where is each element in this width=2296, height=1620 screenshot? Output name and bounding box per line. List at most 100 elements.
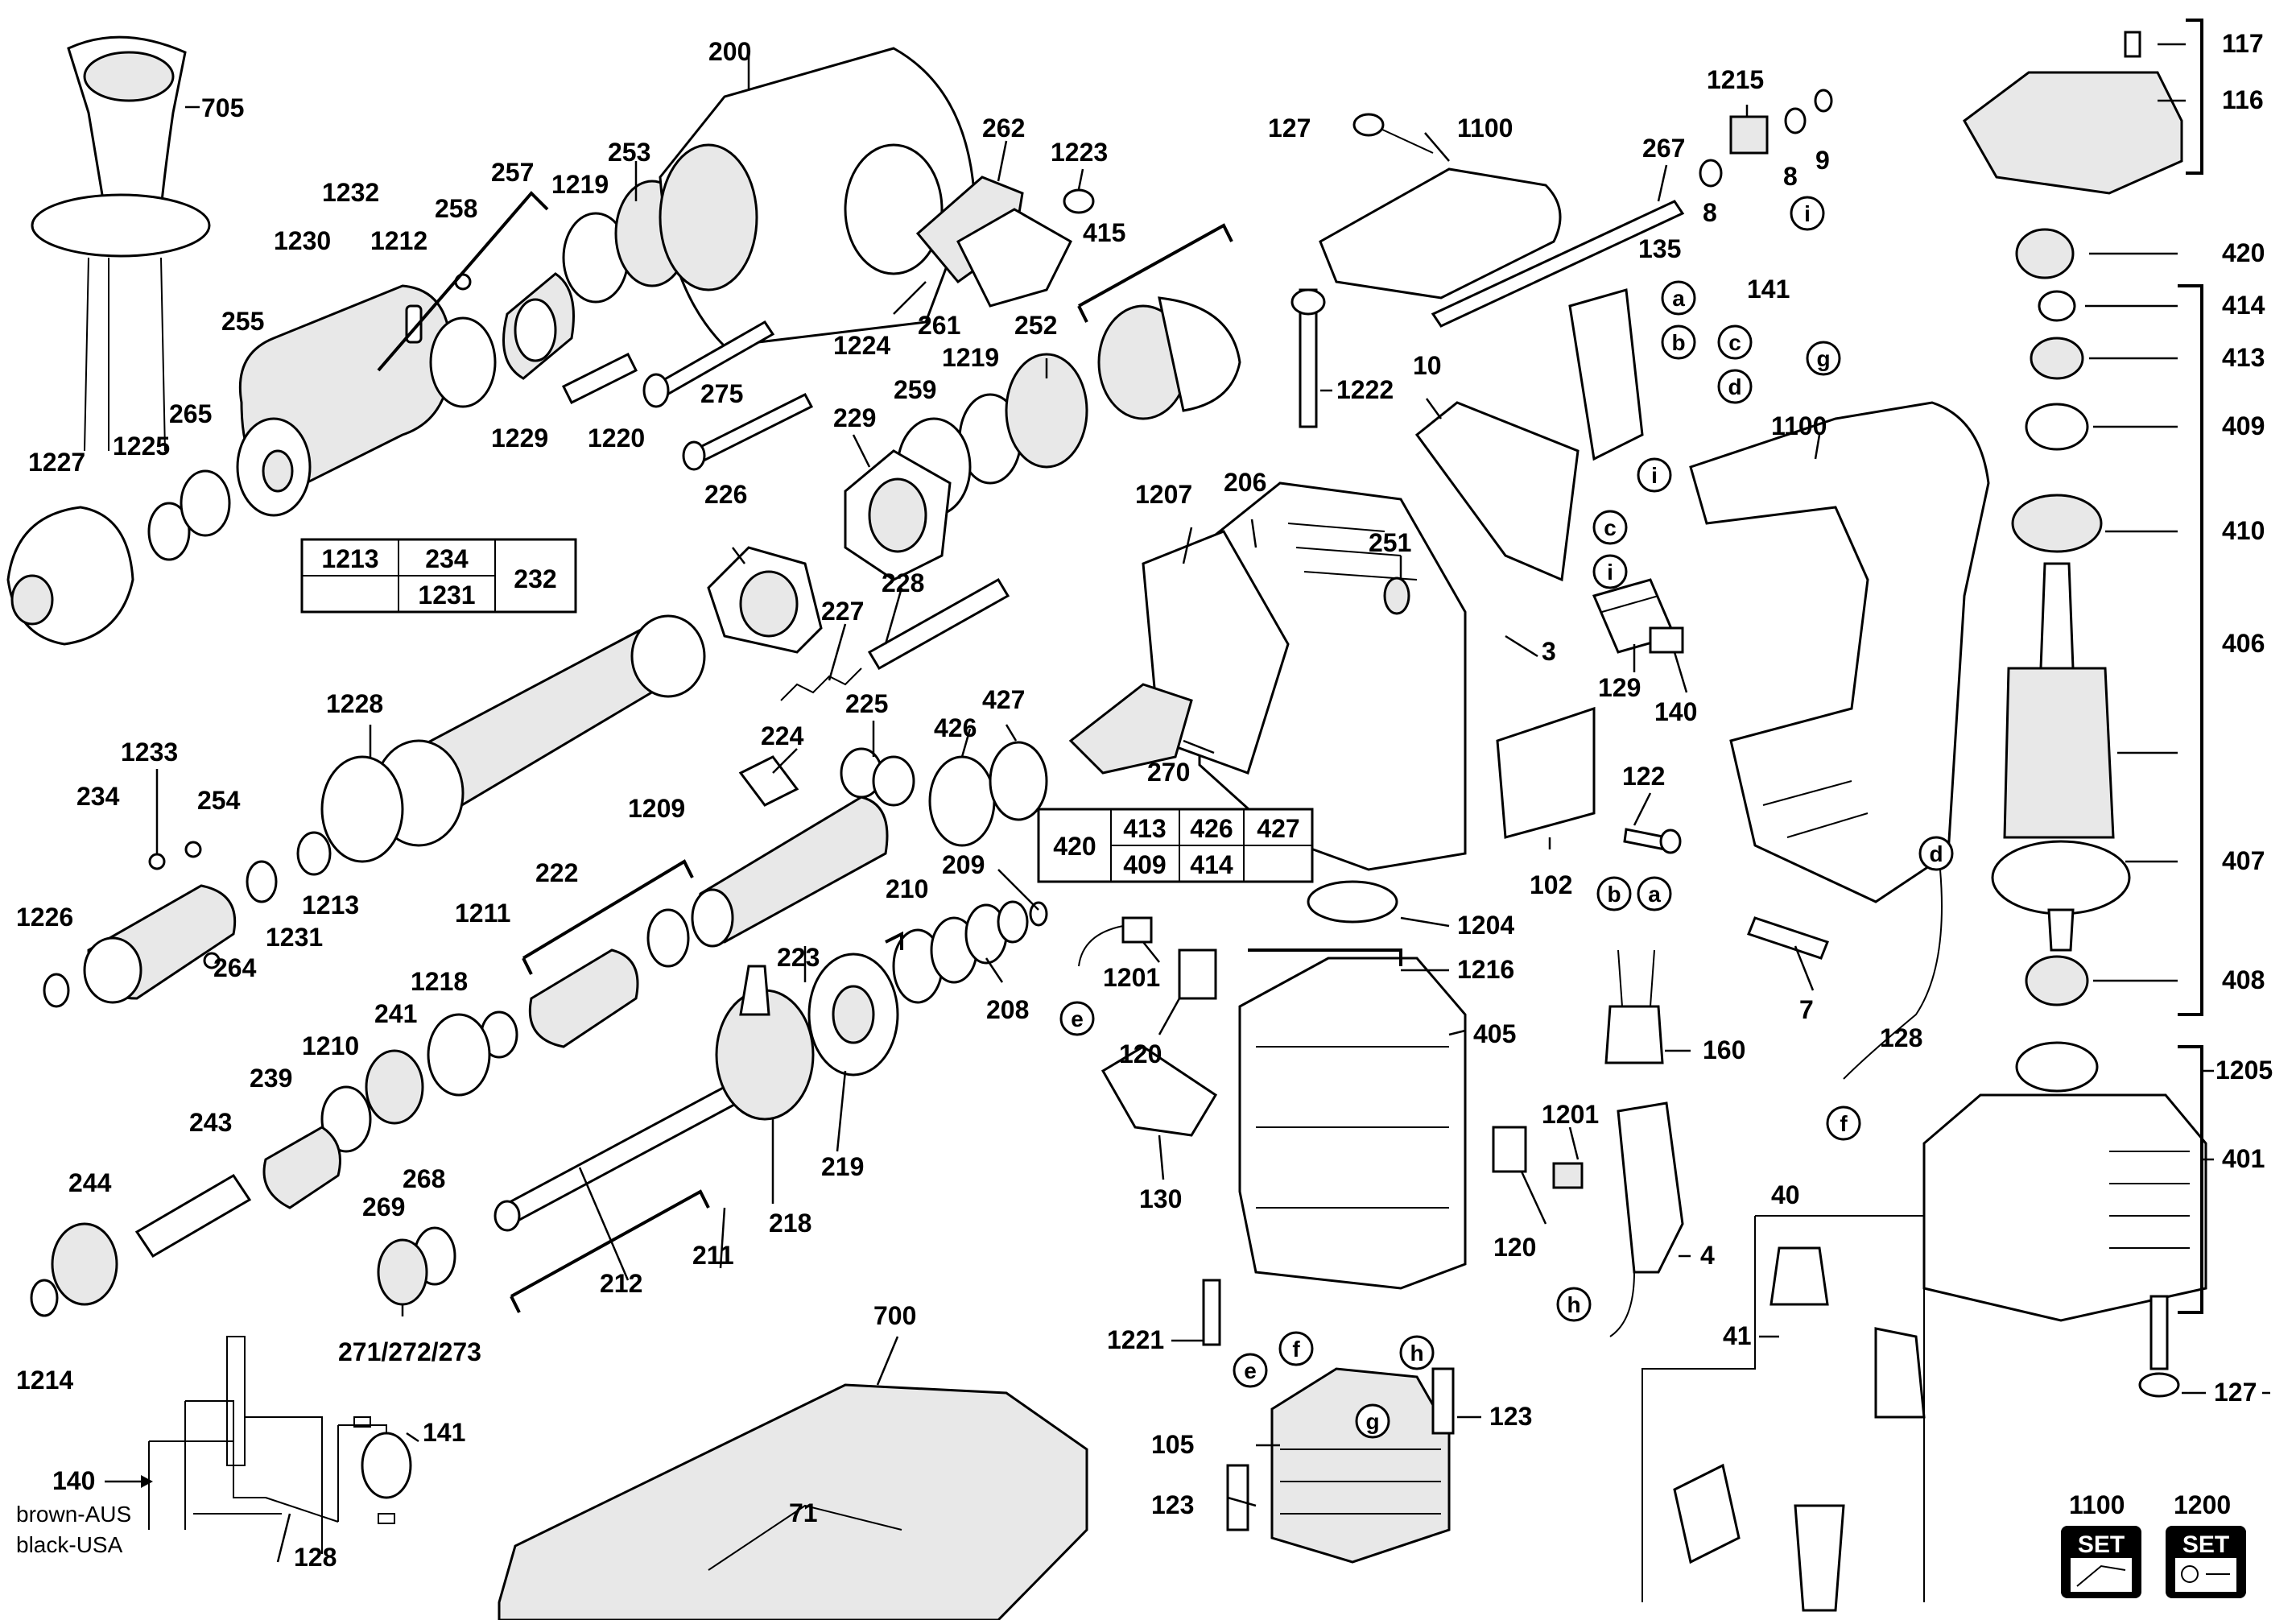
label-1228: 1228 (326, 689, 383, 718)
gear-219 (807, 953, 899, 1077)
label-127: 127 (1268, 114, 1311, 143)
label-3: 3 (1542, 637, 1556, 666)
rings-1225-265 (147, 469, 231, 561)
bearing-408 (2025, 955, 2089, 1006)
label-71: 71 (789, 1498, 818, 1527)
label-229: 229 (833, 403, 876, 432)
armature-406-407 (1991, 562, 2131, 952)
connector-i: i (1804, 201, 1811, 226)
rod-228 (867, 577, 1010, 671)
connector-c: c (1728, 330, 1741, 355)
label-1201b: 1201 (1542, 1100, 1599, 1129)
label-408: 408 (2222, 965, 2265, 994)
screw-127 (1352, 113, 1434, 154)
set-label-1: SET (2078, 1531, 2125, 1558)
label-1209: 1209 (628, 794, 685, 823)
label-426: 426 (934, 713, 977, 742)
label-1219: 1219 (551, 170, 609, 199)
table1-cell-1213: 1213 (321, 544, 378, 573)
part-234 (83, 841, 237, 1004)
clutch-210 (892, 900, 1029, 1004)
label-1213: 1213 (302, 891, 359, 920)
nose-cap-1227 (6, 506, 134, 646)
ring-209 (1029, 901, 1048, 927)
table2-cell-427: 427 (1257, 814, 1299, 843)
label-261: 261 (918, 311, 960, 340)
label-227: 227 (821, 597, 864, 626)
label-160: 160 (1703, 1035, 1745, 1064)
label-265: 265 (169, 399, 212, 428)
ring-1228 (320, 755, 404, 863)
connector-a-2: a (1648, 882, 1661, 907)
table1-cell-232: 232 (514, 564, 556, 593)
screw-1223 (1063, 188, 1095, 214)
label-set-1200: 1200 (2174, 1490, 2231, 1519)
label-8: 8 (1783, 162, 1798, 191)
label-401: 401 (2222, 1144, 2265, 1173)
case-700 (498, 1383, 1088, 1620)
table2-cell-409: 409 (1123, 850, 1166, 879)
connector-i-2: i (1651, 463, 1658, 488)
piston-222 (528, 948, 639, 1048)
table2-cell-413: 413 (1123, 814, 1166, 843)
label-700: 700 (873, 1301, 916, 1330)
connector-g: g (1816, 346, 1830, 371)
label-141: 141 (1747, 275, 1790, 304)
label-210: 210 (886, 874, 928, 903)
label-7: 7 (1799, 995, 1814, 1024)
label-212: 212 (600, 1269, 642, 1298)
label-222: 222 (535, 858, 578, 887)
striker-243 (134, 1173, 252, 1258)
label-270: 270 (1147, 758, 1190, 787)
connector-d: d (1728, 374, 1741, 399)
label-117: 117 (2222, 29, 2264, 58)
label-262: 262 (982, 114, 1025, 143)
connector-f-2: f (1292, 1337, 1300, 1362)
label-1218: 1218 (411, 967, 468, 996)
gear-plate-226 (707, 546, 823, 654)
label-264: 264 (213, 953, 257, 982)
connector-h-2: h (1410, 1341, 1423, 1366)
label-120b: 120 (1493, 1233, 1536, 1262)
connector-b-2: b (1607, 882, 1621, 907)
table2-cell-426: 426 (1190, 814, 1233, 843)
label-224: 224 (761, 721, 804, 750)
screw-275 (682, 393, 814, 471)
label-105: 105 (1151, 1430, 1194, 1459)
plate-102 (1496, 706, 1596, 839)
label-128-wiring: 128 (294, 1543, 337, 1572)
label-127b: 127 (2214, 1378, 2257, 1407)
label-1232: 1232 (322, 178, 379, 207)
label-1225: 1225 (113, 432, 170, 461)
label-257: 257 (491, 158, 534, 187)
brush-holder-3-129-140 (1592, 578, 1684, 654)
screw-127b (2138, 1295, 2180, 1398)
label-1229: 1229 (491, 424, 548, 453)
label-259: 259 (894, 375, 936, 404)
parts-224-225 (738, 747, 915, 807)
label-244: 244 (68, 1168, 112, 1197)
label-252: 252 (1014, 311, 1057, 340)
label-267: 267 (1642, 134, 1685, 163)
label-254: 254 (197, 786, 241, 815)
rod-267 (1431, 200, 1685, 328)
label-41: 41 (1723, 1321, 1752, 1350)
set-label-2: SET (2182, 1531, 2229, 1558)
label-1220: 1220 (588, 424, 645, 453)
label-1201: 1201 (1103, 963, 1160, 992)
label-130: 130 (1139, 1184, 1182, 1213)
label-228: 228 (882, 568, 924, 597)
plate-229 (844, 449, 952, 581)
label-241: 241 (374, 999, 417, 1028)
ring-1209 (646, 908, 690, 968)
label-407: 407 (2222, 846, 2265, 875)
label-206: 206 (1224, 468, 1266, 497)
label-415: 415 (1083, 218, 1125, 247)
label-414: 414 (2222, 291, 2265, 320)
label-258: 258 (435, 194, 477, 223)
label-219: 219 (821, 1152, 864, 1181)
leader-lines (155, 43, 2270, 1563)
armature-270 (1068, 683, 1193, 775)
label-141-wiring: 141 (423, 1418, 465, 1447)
